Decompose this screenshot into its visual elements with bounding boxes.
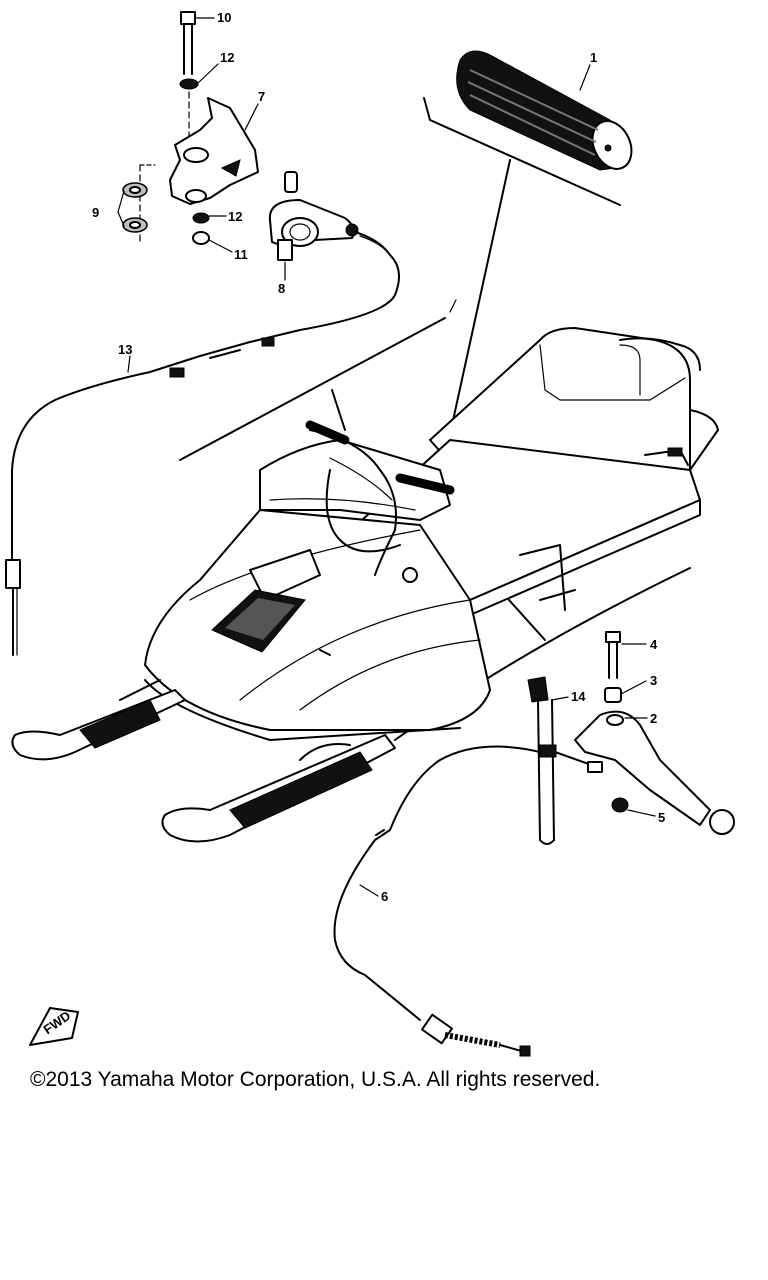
callout-1: 1 (590, 50, 597, 65)
callout-5: 5 (658, 810, 665, 825)
parts-diagram: FWD 10 12 7 9 12 11 8 1 13 14 4 3 2 5 6 (5, 10, 735, 1057)
callout-10: 10 (217, 10, 231, 25)
callout-2: 2 (650, 711, 657, 726)
collar-3 (604, 687, 622, 703)
callout-9: 9 (92, 205, 99, 220)
washer-12-lower (192, 212, 210, 224)
throttle-housing-8 (268, 171, 359, 261)
bolt-10 (180, 11, 196, 75)
copyright-notice: ©2013 Yamaha Motor Corporation, U.S.A. A… (30, 1068, 601, 1091)
callout-13: 13 (118, 342, 132, 357)
strap-14 (527, 676, 555, 845)
grip-1 (456, 50, 633, 171)
callout-14: 14 (571, 689, 586, 704)
callout-12-lower: 12 (228, 209, 242, 224)
bracket-7 (169, 97, 259, 205)
callout-3: 3 (650, 673, 657, 688)
spacer-9 (122, 182, 148, 233)
bolt-4 (605, 631, 621, 679)
dashed-guide-top (139, 91, 190, 246)
callout-12-top: 12 (220, 50, 234, 65)
callout-4: 4 (650, 637, 658, 652)
brake-lever-2 (574, 710, 735, 835)
brake-cable-6 (333, 744, 603, 1057)
ski-right (161, 734, 396, 843)
nut-11 (192, 231, 210, 245)
ski-left (11, 679, 186, 761)
callout-labels: 10 12 7 9 12 11 8 1 13 14 4 3 2 5 6 (92, 10, 665, 904)
forward-direction-marker: FWD (29, 1007, 79, 1046)
callout-leaders (117, 17, 656, 897)
grip-detail-frame (423, 97, 621, 206)
callout-7: 7 (258, 89, 265, 104)
callout-6: 6 (381, 889, 388, 904)
throttle-cable-13 (5, 231, 400, 656)
nut-5 (611, 797, 629, 813)
callout-11: 11 (234, 247, 248, 262)
snowmobile (144, 327, 719, 741)
washer-12-top (179, 78, 199, 90)
callout-8: 8 (278, 281, 285, 296)
